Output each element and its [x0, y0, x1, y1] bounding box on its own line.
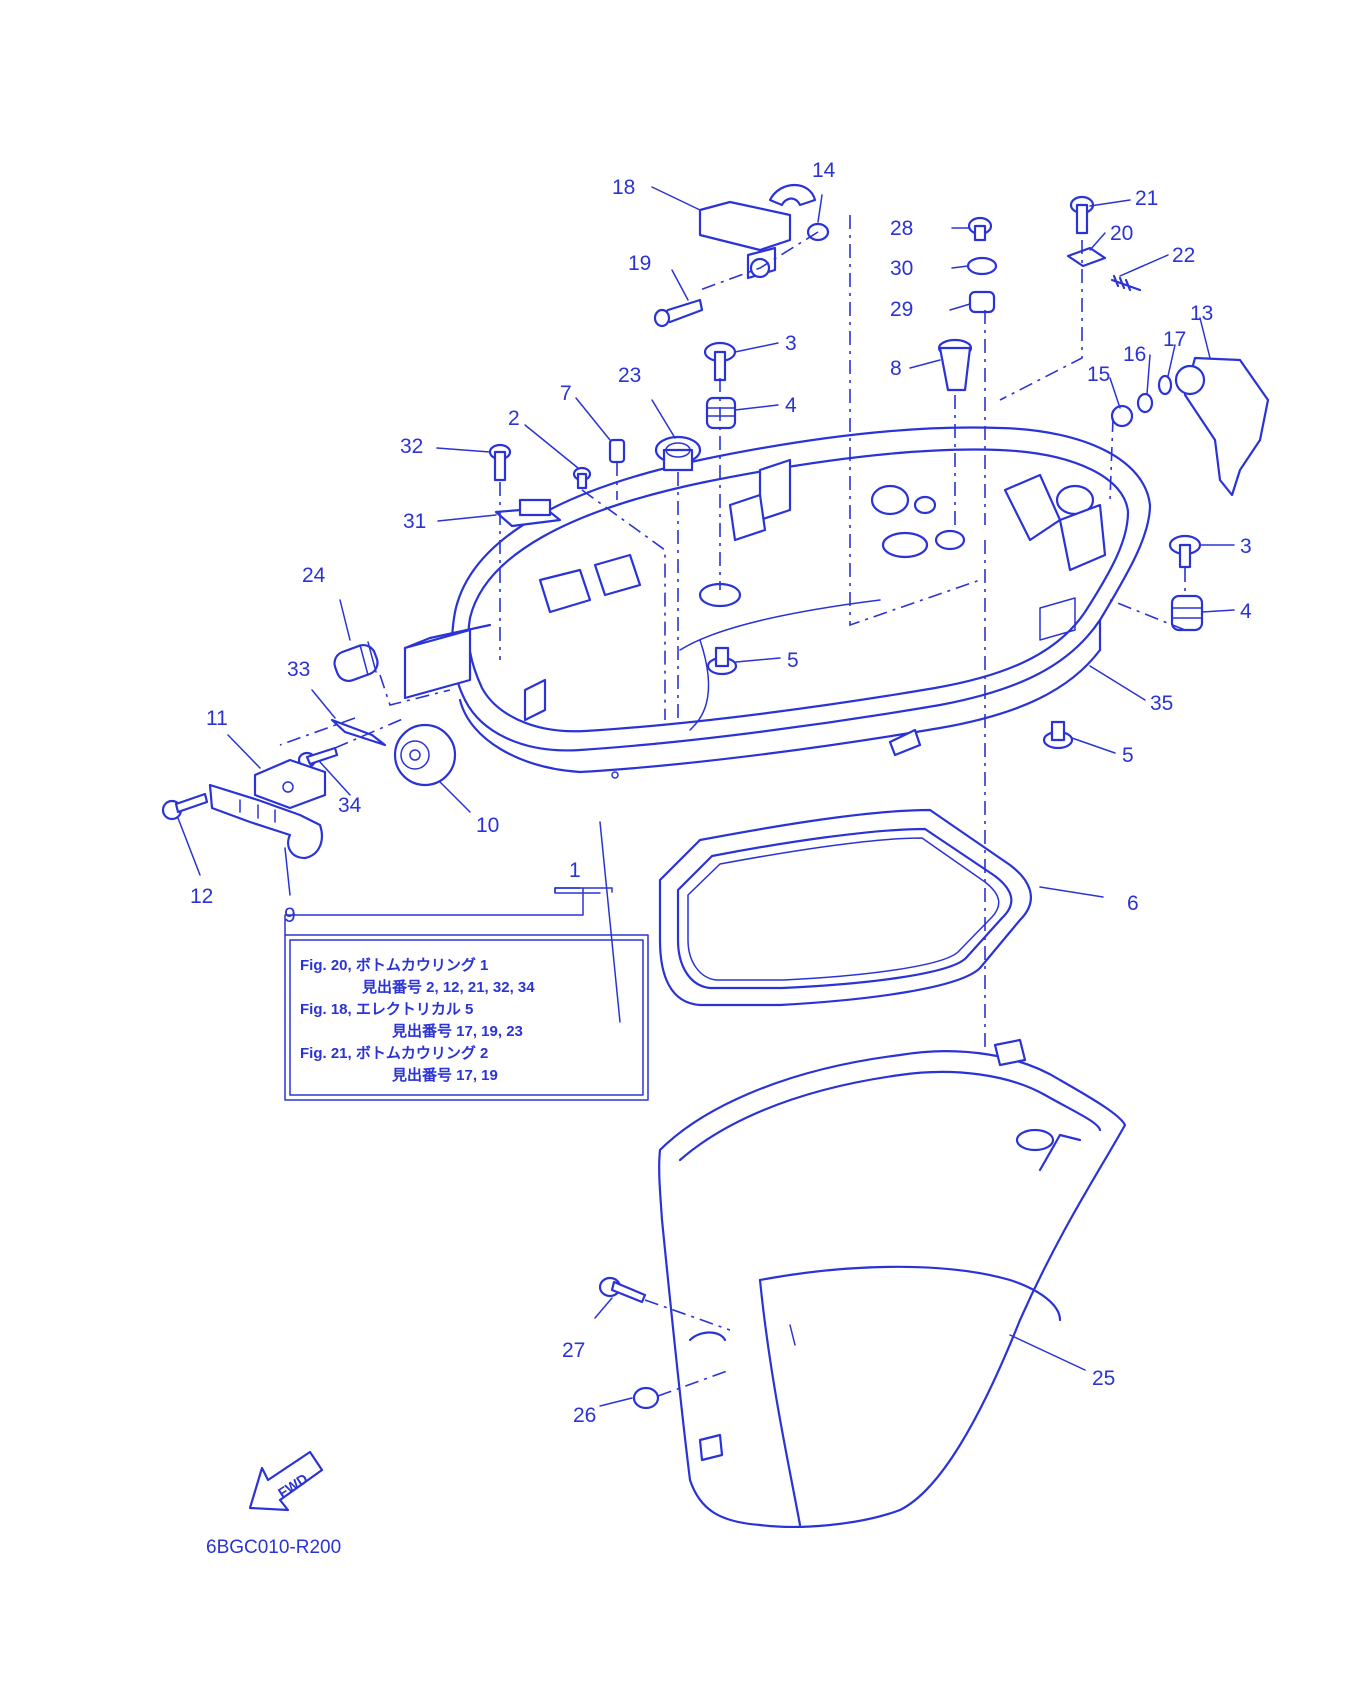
bolt-part-3-right	[1168, 534, 1202, 569]
assembly-centerlines	[279, 215, 1186, 1397]
note-line-1: Fig. 20, ボトムカウリング 1	[300, 956, 488, 974]
fitting-part-7	[608, 438, 626, 464]
plate-part-20	[1066, 246, 1107, 268]
bolt-part-28	[967, 216, 993, 242]
plate-part-33	[330, 718, 387, 747]
bracket-part-18	[698, 184, 817, 280]
callout-34: 34	[338, 794, 362, 817]
bolt-part-27	[598, 1276, 647, 1304]
screw-part-2	[572, 466, 592, 490]
fwd-arrow-icon: FWD	[248, 1450, 324, 1512]
note-line-2: 見出番号 2, 12, 21, 32, 34	[361, 978, 535, 996]
callout-14: 14	[812, 159, 836, 182]
note-line-3: Fig. 18, エレクトリカル 5	[300, 1001, 473, 1018]
grommet-part-4-top	[705, 396, 737, 430]
callout-3b: 3	[1240, 535, 1252, 558]
callout-15: 15	[1087, 363, 1110, 386]
bolt-part-21	[1069, 195, 1095, 235]
callout-18: 18	[612, 176, 635, 199]
bolt-part-32	[488, 443, 512, 482]
washer-part-17	[1157, 374, 1173, 396]
leader-lines	[177, 186, 1235, 1407]
bracket-part-9	[208, 783, 323, 860]
bolt-part-3-top	[703, 341, 737, 382]
nut-part-26	[632, 1386, 660, 1410]
grommet-part-29	[968, 290, 996, 314]
callout-10: 10	[476, 814, 499, 837]
callout-3a: 3	[785, 332, 797, 355]
apron-part-25	[658, 1038, 1127, 1528]
callout-11: 11	[206, 707, 228, 730]
callout-32: 32	[400, 435, 423, 458]
callout-27: 27	[562, 1339, 585, 1362]
clip-part-31	[494, 498, 562, 528]
note-line-4: 見出番号 17, 19, 23	[391, 1022, 523, 1040]
collar-part-5-center	[706, 646, 738, 676]
callout-35: 35	[1150, 692, 1173, 715]
callout-4b: 4	[1240, 600, 1252, 623]
callout-4a: 4	[785, 394, 797, 417]
washer-part-16	[1136, 392, 1154, 414]
callout-25: 25	[1092, 1367, 1115, 1390]
grommet-part-23	[654, 435, 702, 472]
bushing-part-15	[1110, 404, 1134, 428]
callout-16: 16	[1123, 343, 1146, 366]
part-1-leader	[284, 887, 584, 936]
bolt-part-19	[653, 298, 704, 328]
callout-1: 1	[569, 859, 581, 882]
callout-22: 22	[1172, 244, 1195, 267]
part-1-bracket	[554, 887, 613, 893]
bottom-cowling-part-1	[403, 426, 1152, 779]
callout-2: 2	[508, 407, 520, 430]
callout-6: 6	[1127, 892, 1139, 915]
callout-19: 19	[628, 252, 651, 275]
callout-5a: 5	[787, 649, 799, 672]
callout-20: 20	[1110, 222, 1133, 245]
callout-26: 26	[573, 1404, 596, 1427]
block-part-11	[253, 758, 327, 810]
callout-7: 7	[560, 382, 572, 405]
spring-part-22	[1110, 274, 1142, 292]
callout-13: 13	[1190, 302, 1213, 325]
callout-12: 12	[190, 885, 213, 908]
callout-28: 28	[890, 217, 913, 240]
callout-31: 31	[403, 510, 426, 533]
callout-labels: 18 14 19 3 4 23 7 2 32 31 28 30 29 8 21 …	[190, 159, 1252, 1427]
note-line-5: Fig. 21, ボトムカウリング 2	[300, 1044, 488, 1062]
callout-8: 8	[890, 357, 902, 380]
grommet-part-10	[393, 723, 457, 787]
collar-part-5-right	[1042, 720, 1074, 750]
lever-part-13	[1174, 356, 1270, 497]
gasket-part-6	[658, 808, 1032, 1007]
callout-17: 17	[1163, 328, 1186, 351]
callout-33: 33	[287, 658, 310, 681]
note-line-6: 見出番号 17, 19	[391, 1066, 498, 1084]
washer-part-30	[966, 256, 998, 276]
grommet-part-4-right	[1170, 594, 1204, 632]
callout-23: 23	[618, 364, 641, 387]
callout-29: 29	[890, 298, 913, 321]
callout-9: 9	[284, 904, 296, 927]
plug-part-8	[937, 338, 973, 392]
callout-24: 24	[302, 564, 326, 587]
callout-5b: 5	[1122, 744, 1134, 767]
grommet-part-24	[333, 641, 379, 682]
bolt-part-12	[161, 792, 209, 821]
callout-21: 21	[1135, 187, 1158, 210]
diagram-code: 6BGC010-R200	[206, 1537, 341, 1558]
callout-30: 30	[890, 257, 913, 280]
reference-note-box: Fig. 20, ボトムカウリング 1 見出番号 2, 12, 21, 32, …	[284, 934, 649, 1101]
